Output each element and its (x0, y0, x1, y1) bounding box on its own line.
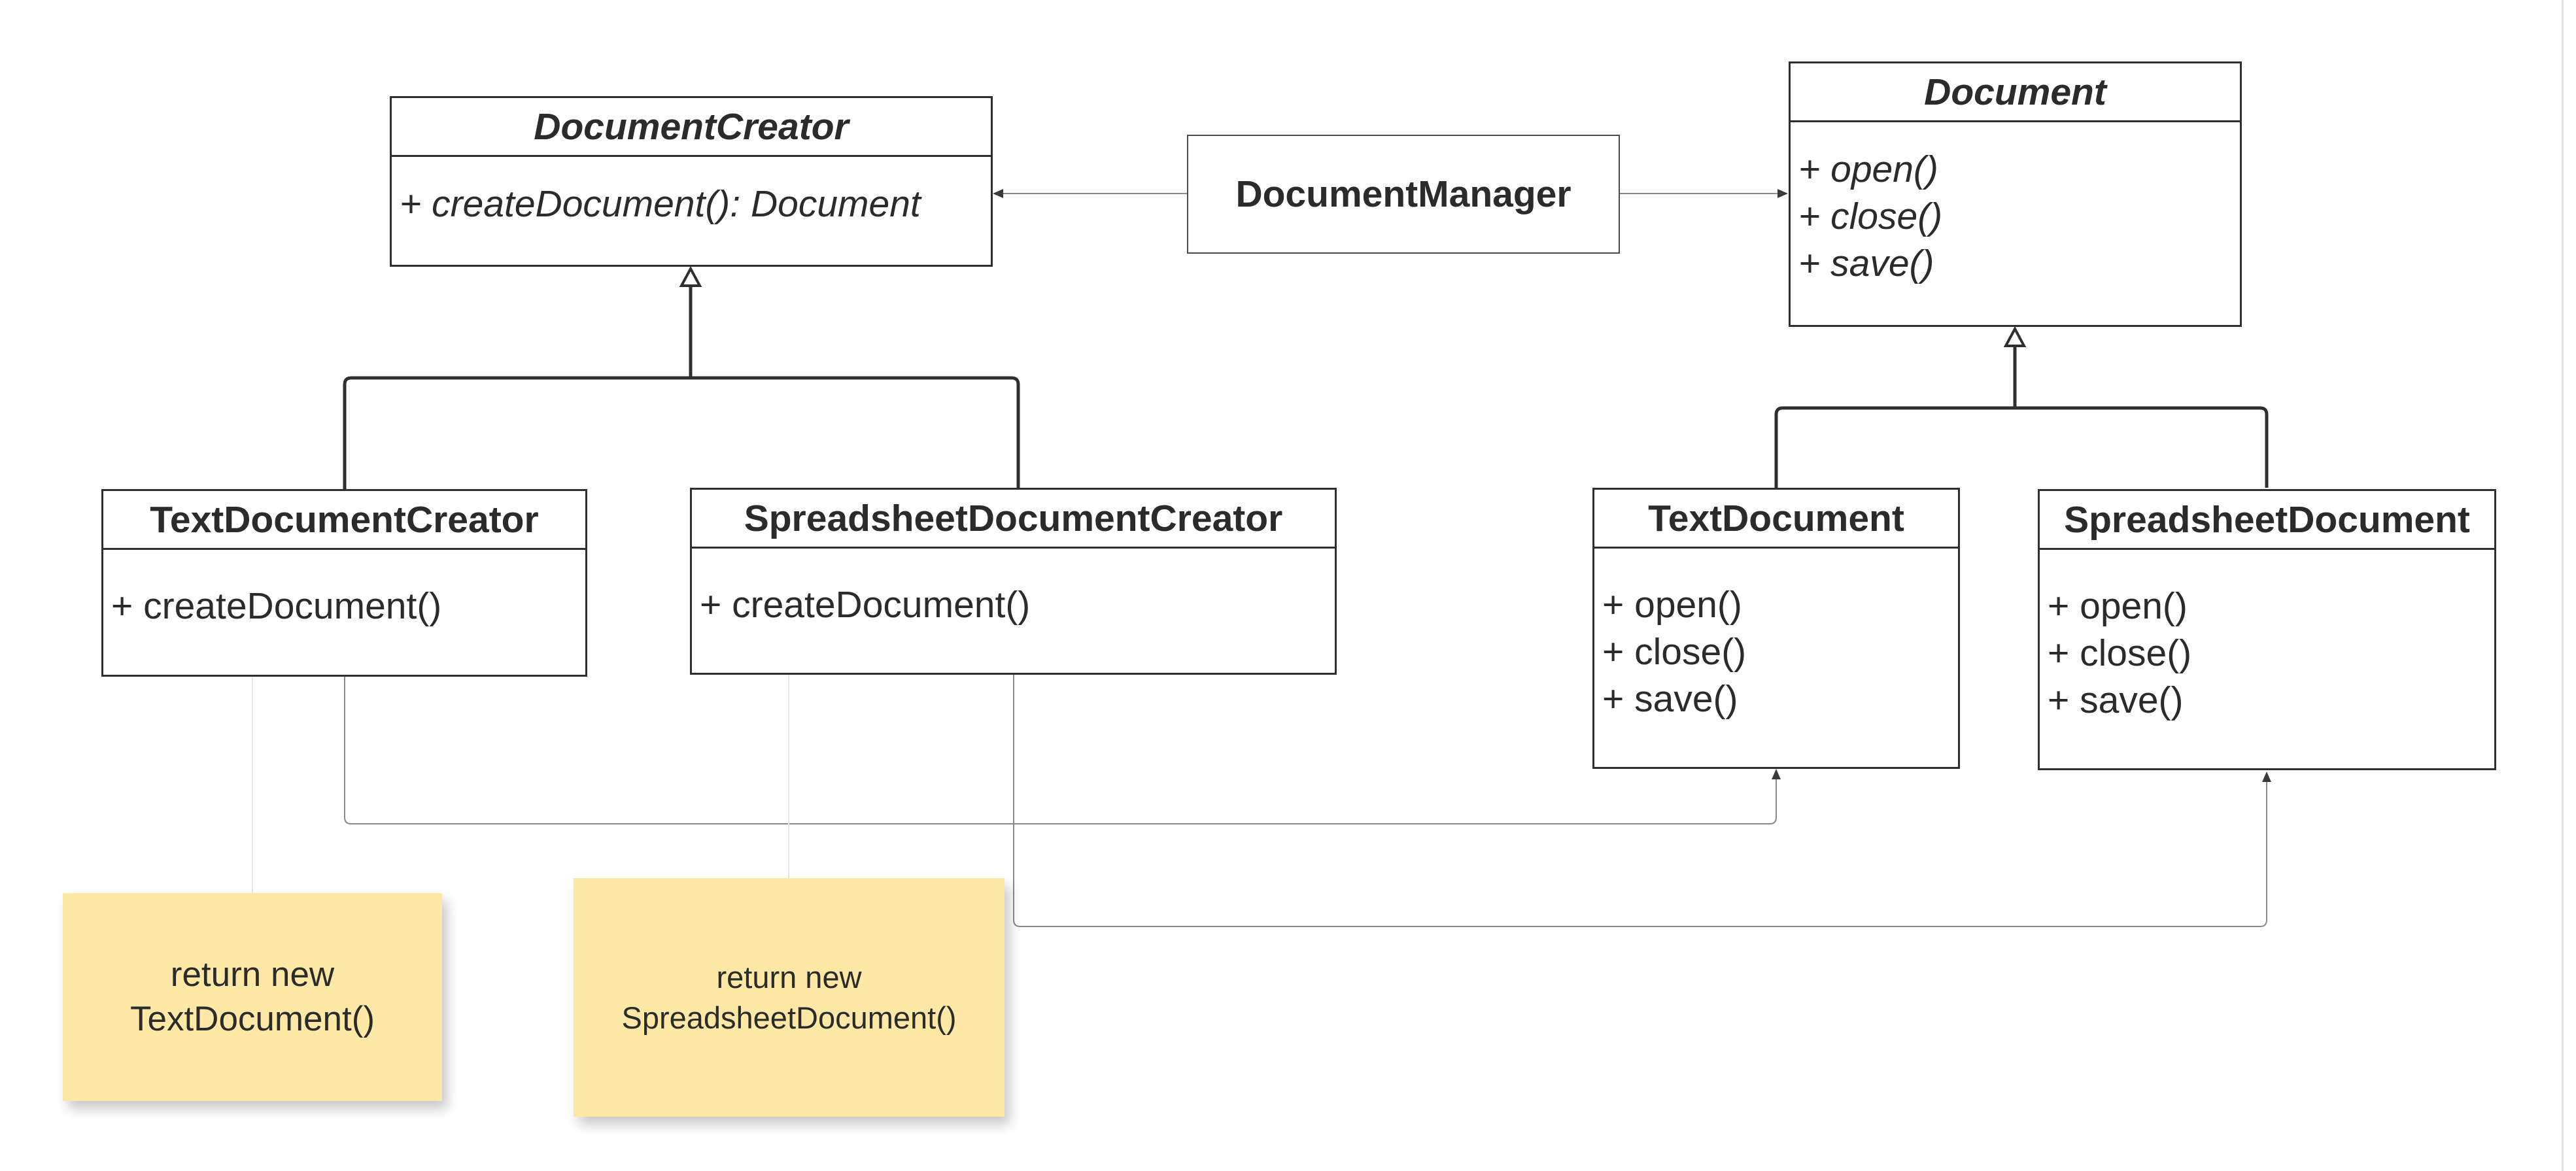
association-manager-to-creator (993, 189, 1187, 198)
note-return-spreadsheet-document[interactable]: return new SpreadsheetDocument() (574, 878, 1005, 1117)
class-spreadsheet-document-name: SpreadsheetDocument (2040, 491, 2494, 550)
class-document-creator-name: DocumentCreator (392, 98, 991, 157)
note-line-return-new: return new (170, 955, 335, 994)
method-open: + open() (2048, 585, 2188, 627)
note-line-text-document: TextDocument() (129, 1000, 375, 1038)
note-line-spreadsheet-document: SpreadsheetDocument() (621, 1000, 957, 1035)
class-document[interactable]: Document + open() + close() + save() (1789, 61, 2242, 327)
method-open: + open() (1602, 584, 1742, 626)
class-document-manager[interactable]: DocumentManager (1187, 135, 1620, 254)
association-manager-to-document (1620, 189, 1788, 198)
method-save-abstract: + save() (1798, 243, 1934, 284)
canvas-edge-divider (2562, 0, 2564, 1171)
class-spreadsheet-document-creator-name: SpreadsheetDocumentCreator (692, 490, 1335, 549)
method-close-abstract: + close() (1798, 195, 1943, 237)
method-create-document: + createDocument() (111, 585, 442, 627)
method-create-document: + createDocument() (700, 584, 1031, 626)
note-line-return-new: return new (716, 959, 862, 994)
class-text-document-creator[interactable]: TextDocumentCreator + createDocument() (101, 489, 587, 677)
class-text-document-name: TextDocument (1594, 490, 1958, 549)
class-document-manager-name: DocumentManager (1235, 173, 1571, 215)
method-create-document-abstract: + createDocument(): Document (400, 183, 921, 225)
class-spreadsheet-document-creator[interactable]: SpreadsheetDocumentCreator + createDocum… (690, 488, 1337, 675)
class-document-name: Document (1791, 63, 2240, 122)
class-spreadsheet-document[interactable]: SpreadsheetDocument + open() + close() +… (2038, 489, 2496, 770)
class-text-document[interactable]: TextDocument + open() + close() + save() (1592, 488, 1960, 769)
class-document-creator[interactable]: DocumentCreator + createDocument(): Docu… (390, 96, 993, 267)
method-close: + close() (2048, 632, 2192, 674)
note-return-text-document[interactable]: return new TextDocument() (63, 893, 442, 1101)
inheritance-documents-to-document (1774, 326, 2269, 488)
method-save: + save() (1602, 678, 1738, 720)
method-close: + close() (1602, 631, 1747, 673)
class-text-document-creator-name: TextDocumentCreator (103, 491, 585, 550)
method-open-abstract: + open() (1798, 148, 1938, 190)
inheritance-creators-to-document-creator (343, 265, 1020, 489)
method-save: + save() (2048, 679, 2184, 721)
dependency-text-creator-to-text-document (344, 675, 1781, 824)
dependency-spreadsheet-creator-to-spreadsheet-document (1013, 673, 2271, 927)
